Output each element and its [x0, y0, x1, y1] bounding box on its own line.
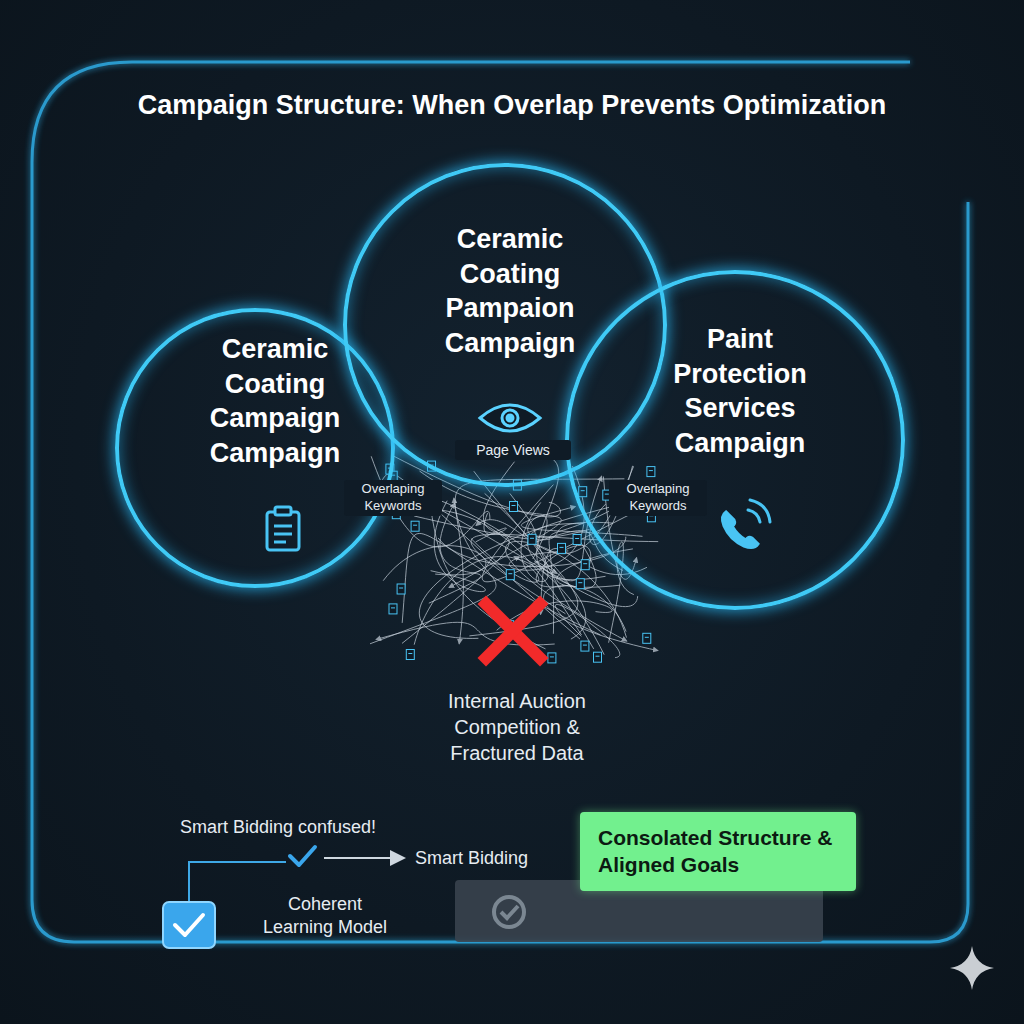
- campaign-circle: Ceramic Coating Pampaion Campaign: [343, 163, 667, 487]
- campaign-circle: Paint Protection Services Campaign: [565, 270, 905, 610]
- result-box: Consolated Structure & Aligned Goals: [580, 812, 856, 891]
- campaign-circle: Ceramic Coating Campaign Campaign: [115, 308, 395, 588]
- phone-icon: [722, 500, 770, 548]
- flow-label: Smart Bidding: [415, 847, 528, 870]
- circle-label: Ceramic Coating Campaign Campaign: [195, 332, 355, 470]
- problem-label: Internal Auction Competition & Fractured…: [427, 688, 607, 766]
- metric-label: Page Views: [455, 440, 571, 460]
- clipboard-icon: [267, 507, 299, 550]
- overlap-label: Overlaping Keywords: [609, 480, 707, 516]
- box-label: Consolated Structure & Aligned Goals: [598, 824, 838, 879]
- status-label: Smart Bidding confused!: [180, 816, 376, 839]
- flow-lines: [189, 847, 404, 901]
- circle-label: Ceramic Coating Pampaion Campaign: [425, 222, 595, 360]
- overlap-label: Overlaping Keywords: [344, 480, 442, 516]
- sparkle: [950, 946, 994, 990]
- red-x: [486, 604, 540, 658]
- title: Campaign Structure: When Overlap Prevent…: [0, 90, 1024, 121]
- eye-icon: [480, 405, 540, 431]
- circle-label: Paint Protection Services Campaign: [660, 322, 820, 460]
- frame: [32, 62, 968, 942]
- checkbox-icon: [163, 902, 215, 948]
- model-label: Coherent Learning Model: [260, 893, 390, 940]
